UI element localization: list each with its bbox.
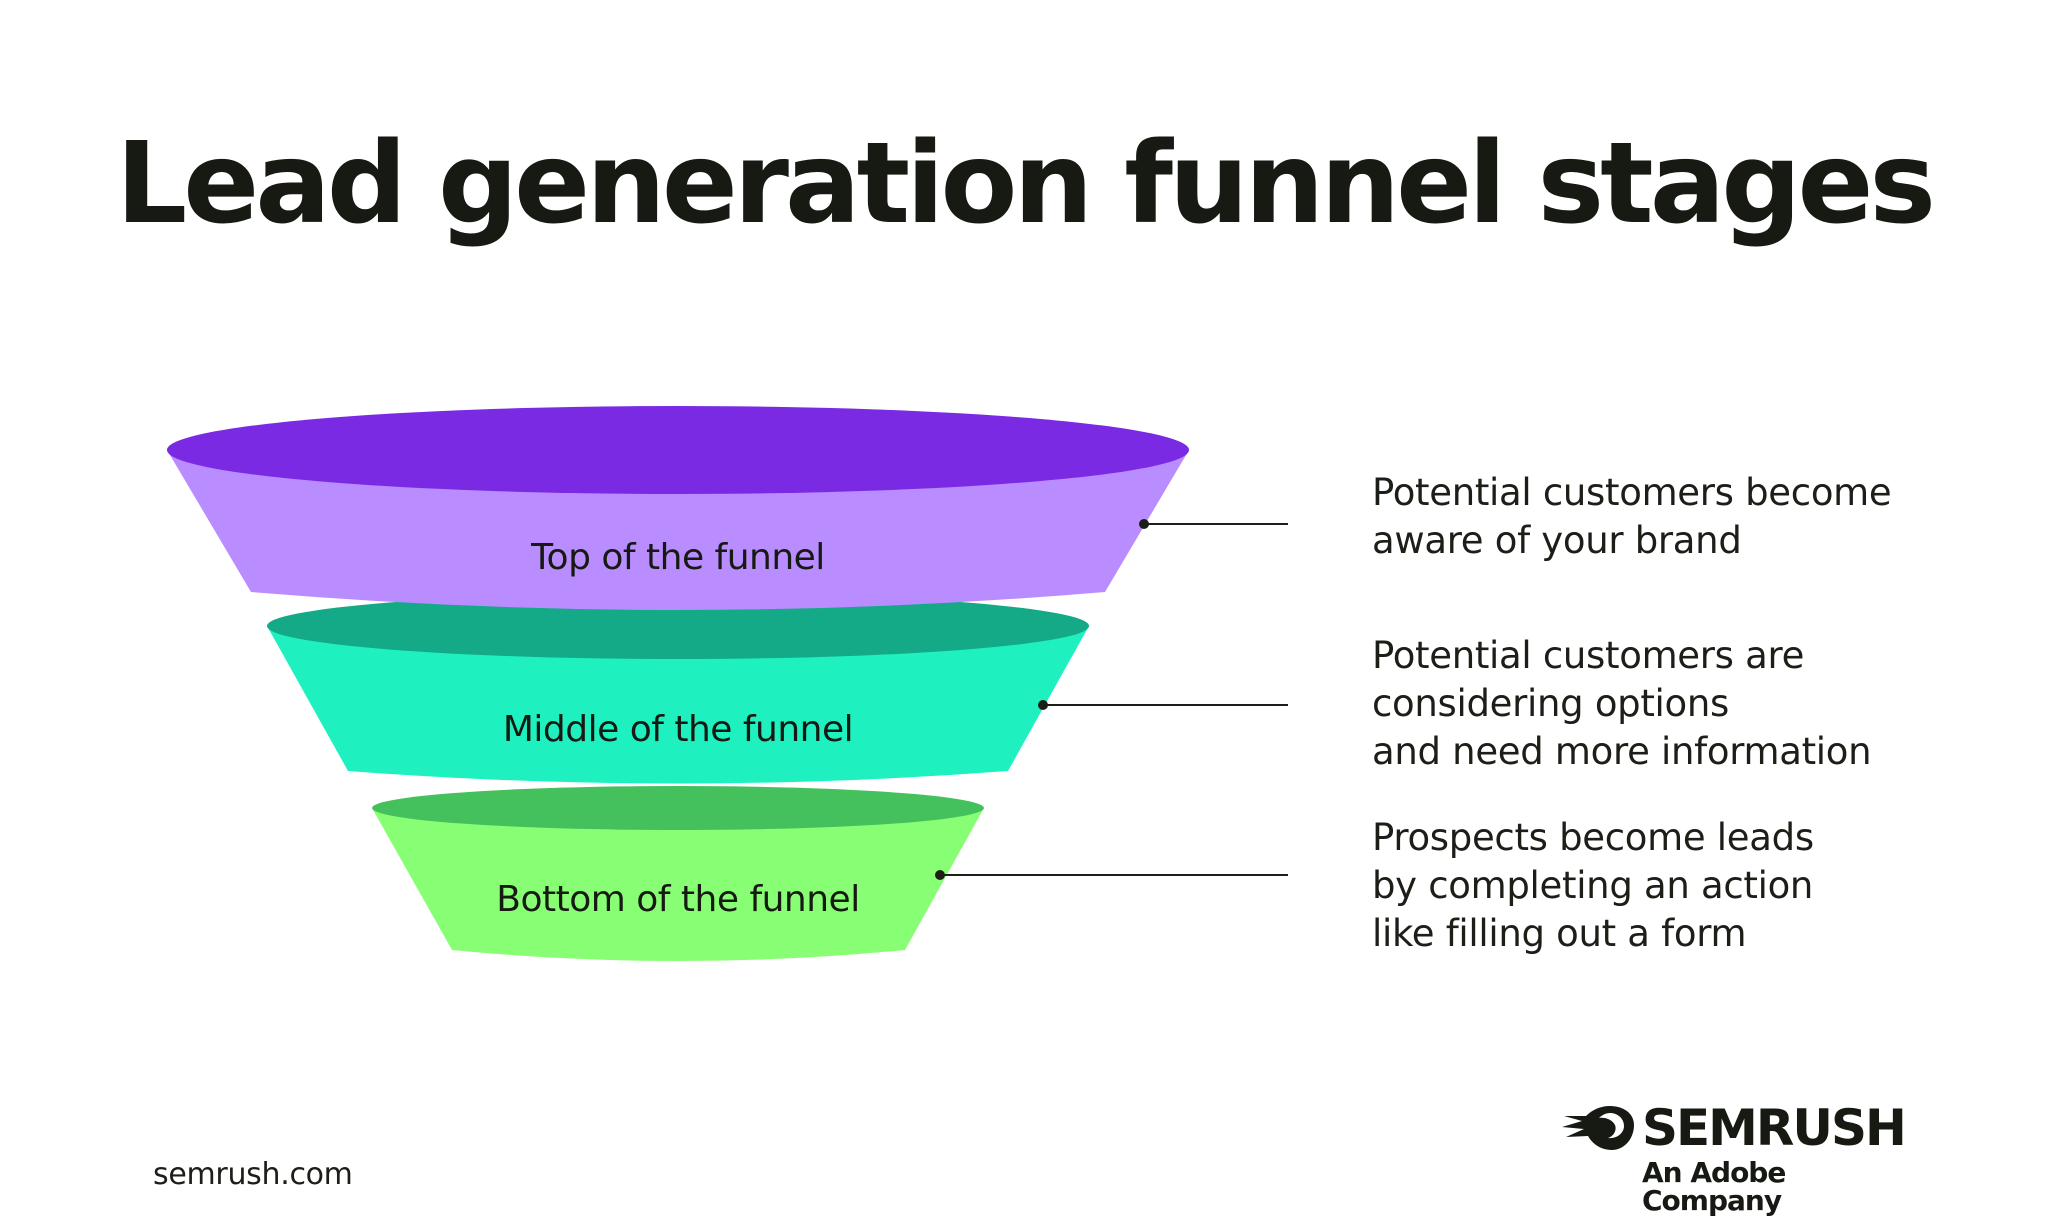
stage-label-top: Top of the funnel bbox=[530, 537, 825, 578]
funnel-top-body bbox=[167, 450, 1189, 610]
stage-label-middle: Middle of the funnel bbox=[503, 709, 853, 750]
stage-description-bottom: Prospects become leads by completing an … bbox=[1372, 816, 1814, 955]
stage-label-bottom: Bottom of the funnel bbox=[496, 879, 859, 920]
funnel-middle-rim bbox=[267, 593, 1089, 659]
site-url: semrush.com bbox=[153, 1157, 353, 1192]
funnel-middle-body bbox=[267, 626, 1089, 784]
funnel-stage-middle: Middle of the funnel bbox=[267, 593, 1089, 784]
funnel-stage-top: Top of the funnel bbox=[167, 406, 1189, 610]
logo-wordmark: SEMRUSH bbox=[1642, 1099, 1907, 1157]
semrush-comet-icon bbox=[1562, 1106, 1634, 1150]
funnel-bottom-rim bbox=[372, 786, 984, 830]
connector-middle bbox=[1038, 700, 1288, 710]
funnel-top-rim bbox=[167, 406, 1189, 494]
connector-top bbox=[1139, 519, 1288, 529]
logo-tagline: An Adobe Company bbox=[1642, 1156, 1786, 1217]
stage-description-middle: Potential customers are considering opti… bbox=[1372, 634, 1872, 773]
funnel-stage-bottom: Bottom of the funnel bbox=[372, 786, 984, 961]
semrush-logo: SEMRUSH An Adobe Company bbox=[1560, 1099, 1920, 1215]
funnel-bottom-body bbox=[372, 808, 984, 961]
stage-description-top: Potential customers become aware of your… bbox=[1372, 471, 1892, 562]
connector-bottom bbox=[935, 870, 1288, 880]
page-title: Lead generation funnel stages bbox=[115, 119, 1936, 249]
